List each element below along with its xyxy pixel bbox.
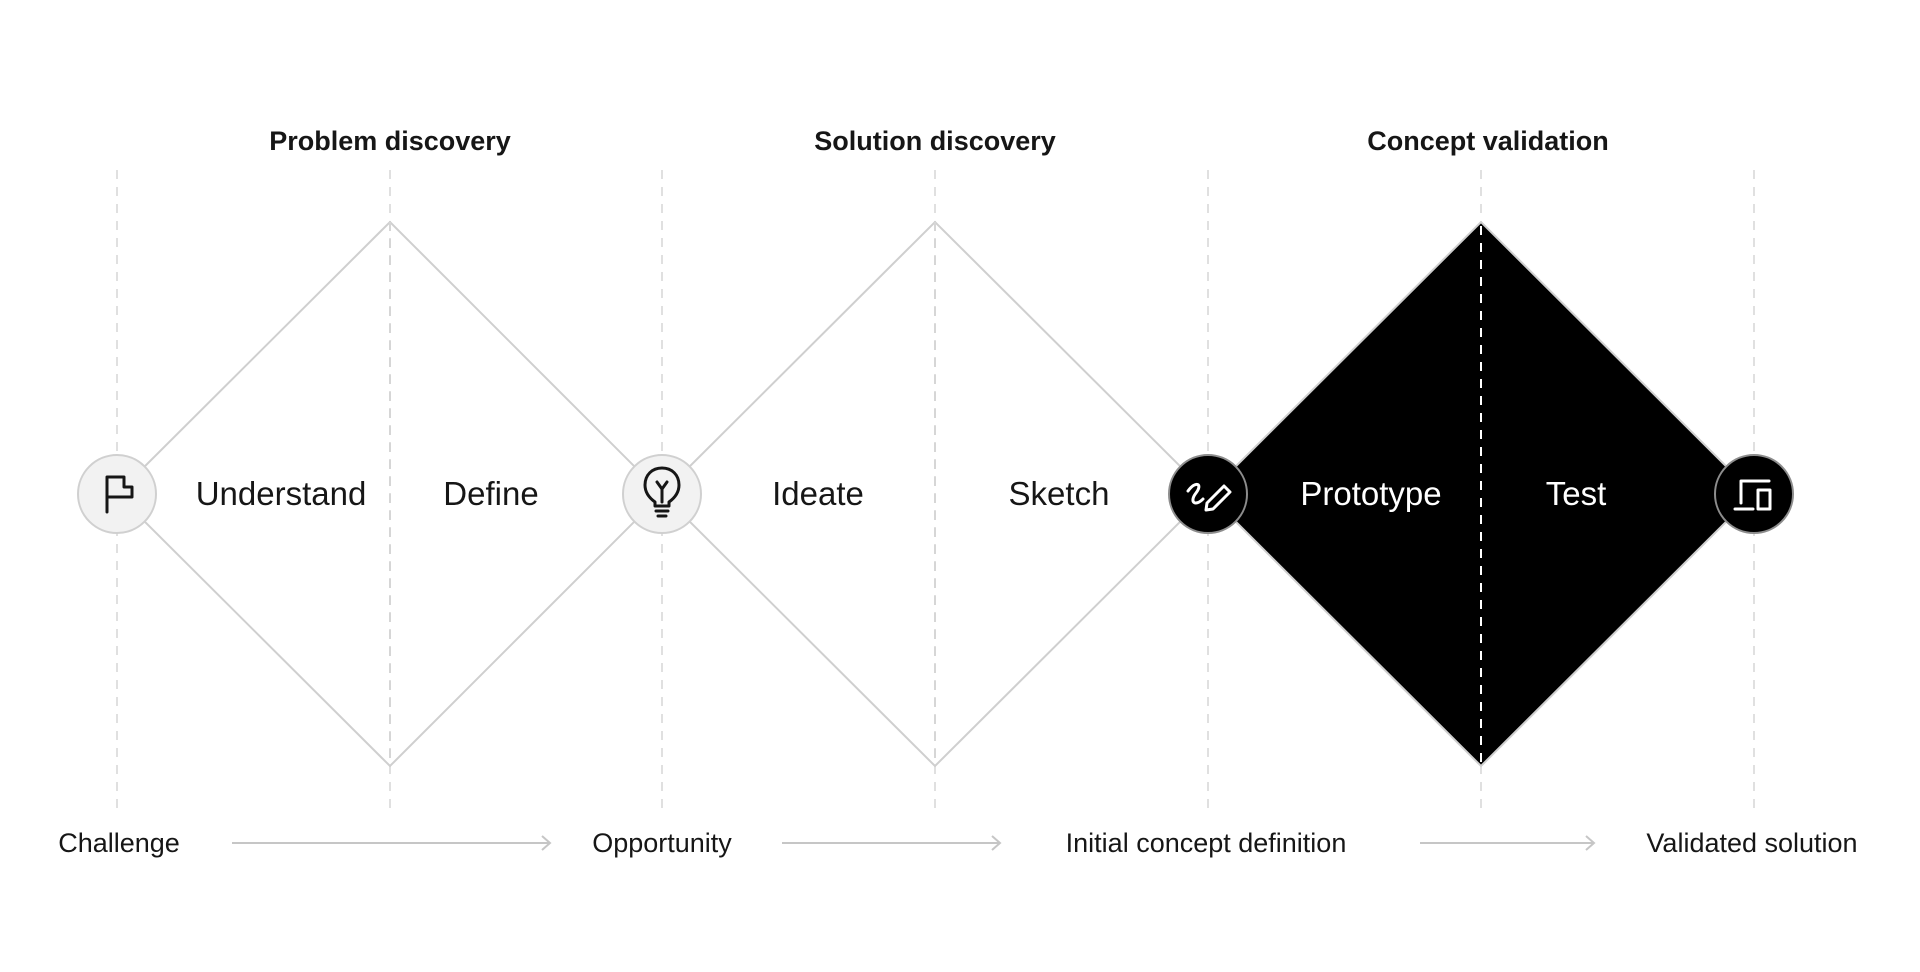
flow-arrow bbox=[232, 835, 552, 851]
milestone-label-validated-solution: Validated solution bbox=[1646, 828, 1857, 858]
pen-icon bbox=[1186, 482, 1232, 512]
flow-arrows bbox=[232, 835, 1596, 851]
milestone-label-challenge: Challenge bbox=[58, 828, 180, 858]
devices-icon bbox=[1733, 479, 1772, 511]
stage-label-test: Test bbox=[1546, 475, 1607, 512]
phase-title-problem-discovery: Problem discovery bbox=[269, 126, 511, 156]
diamond-concept-validation bbox=[1206, 220, 1756, 768]
milestone-node-opportunity bbox=[622, 454, 702, 534]
node-circle bbox=[1714, 454, 1794, 534]
flag-icon bbox=[105, 475, 134, 514]
stage-label-prototype: Prototype bbox=[1300, 475, 1441, 512]
milestone-label-opportunity: Opportunity bbox=[592, 828, 732, 858]
diamond-shape-filled bbox=[1206, 220, 1756, 768]
flow-arrow bbox=[782, 835, 1002, 851]
phase-title-concept-validation: Concept validation bbox=[1367, 126, 1609, 156]
stage-label-sketch: Sketch bbox=[1009, 475, 1110, 512]
flow-arrow bbox=[1420, 835, 1596, 851]
milestone-node-challenge bbox=[77, 454, 157, 534]
lightbulb-icon bbox=[643, 466, 681, 518]
node-circle bbox=[77, 454, 157, 534]
diamond-solution-discovery bbox=[660, 220, 1210, 768]
node-circle bbox=[1168, 454, 1248, 534]
stage-label-ideate: Ideate bbox=[772, 475, 864, 512]
stage-label-understand: Understand bbox=[196, 475, 367, 512]
milestone-node-validated-solution bbox=[1714, 454, 1794, 534]
stage-label-define: Define bbox=[443, 475, 538, 512]
milestone-node-initial-concept bbox=[1168, 454, 1248, 534]
milestone-label-initial-concept: Initial concept definition bbox=[1066, 828, 1347, 858]
phase-title-solution-discovery: Solution discovery bbox=[814, 126, 1056, 156]
